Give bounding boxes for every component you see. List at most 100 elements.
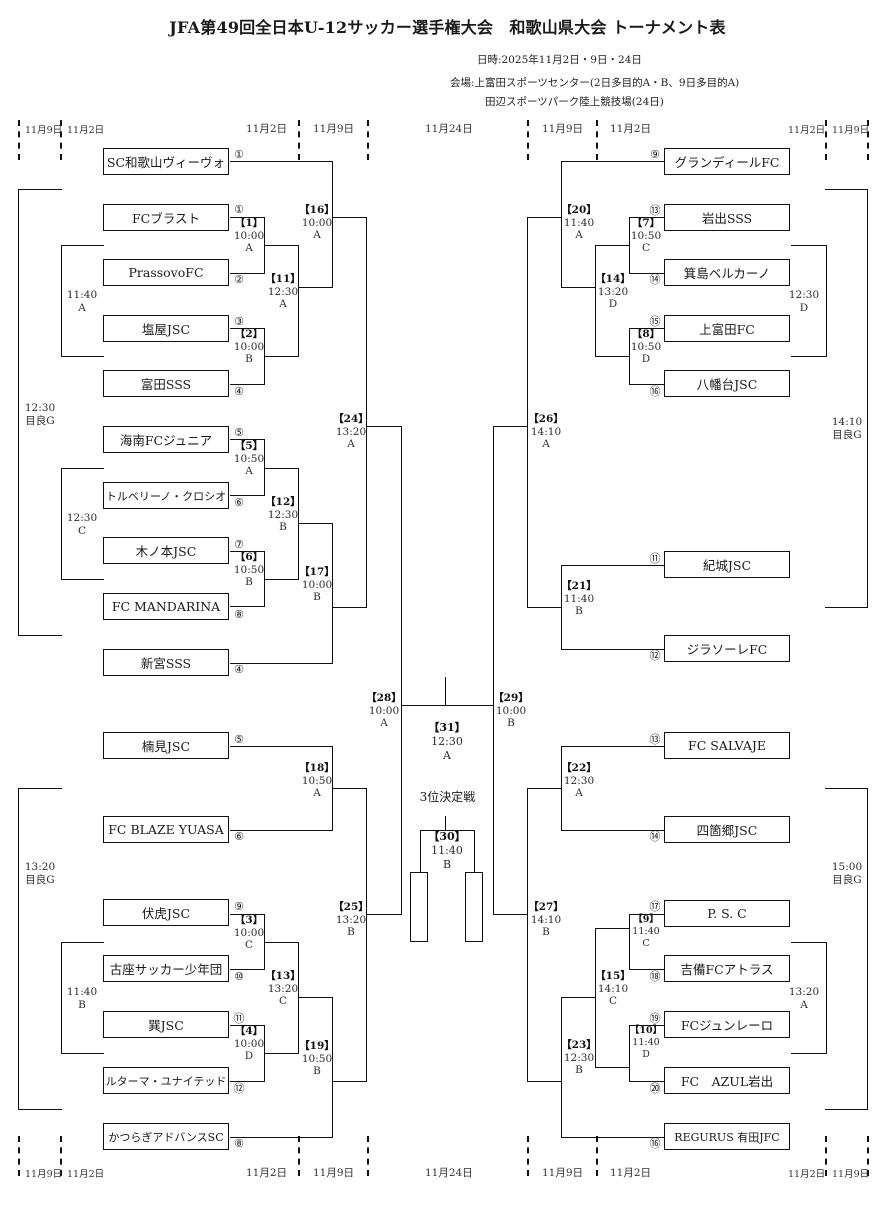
bracket-line — [264, 551, 265, 606]
match-id: 【27】 — [528, 901, 564, 913]
seed-number: ⑤ — [234, 733, 244, 746]
bracket-line — [264, 942, 299, 943]
bracket-line — [230, 495, 265, 496]
seed-number: ⑱ — [649, 970, 661, 983]
seed-number: ⑭ — [649, 830, 661, 843]
match-id: 【11】 — [265, 273, 301, 285]
match-time: 14:10 — [597, 982, 629, 995]
match-court: C — [608, 995, 618, 1007]
match-court: A — [380, 717, 388, 729]
match-time: 11:40 — [632, 1037, 660, 1048]
match-id: 【23】 — [561, 1039, 597, 1051]
date-divider — [825, 1136, 827, 1176]
bracket-line — [332, 788, 367, 789]
seed-number: ⑩ — [234, 970, 244, 983]
bracket-line — [18, 189, 62, 190]
team-box: SC和歌山ヴィーヴォ — [103, 148, 229, 175]
match-court: A — [313, 229, 321, 241]
seed-number: ⑨ — [234, 900, 244, 913]
bracket-line — [230, 606, 265, 607]
bracket-line — [791, 1053, 827, 1054]
bracket-line — [420, 830, 421, 872]
bracket-line — [867, 788, 868, 1109]
bracket-line — [561, 746, 665, 747]
match-court: A — [313, 787, 321, 799]
bracket-line — [825, 189, 868, 190]
match-time: 10:00 — [301, 578, 333, 591]
bracket-line — [61, 468, 104, 469]
match-court: B — [507, 717, 515, 729]
match-id: 【10】 — [629, 1025, 663, 1036]
team-box: FC SALVAJE — [664, 732, 790, 759]
bracket-line — [527, 788, 528, 1081]
match-court: B — [542, 926, 550, 938]
bracket-line — [61, 942, 62, 1053]
match-time: 13:20 — [597, 285, 629, 298]
consolation-time: 13:20 — [788, 986, 820, 998]
bracket-line — [264, 914, 265, 969]
consolation-time: 12:30 — [788, 289, 820, 301]
match-court: A — [279, 298, 287, 310]
bracket-line — [264, 356, 299, 357]
match-court: A — [245, 242, 253, 254]
match-id: 【16】 — [299, 204, 335, 216]
bracket-line — [561, 997, 596, 998]
match-id: 【19】 — [299, 1040, 335, 1052]
date-divider — [596, 120, 598, 160]
bracket-line — [230, 217, 265, 218]
match-time: 13:20 — [267, 982, 299, 995]
page-title: JFA第49回全日本U-12サッカー選手権大会 和歌山県大会 トーナメント表 — [169, 18, 726, 37]
team-box: 吉備FCアトラス — [664, 955, 790, 982]
bracket-line — [264, 579, 299, 580]
bracket-line — [61, 579, 104, 580]
team-box: 岩出SSS — [664, 204, 790, 231]
third-place-slot — [465, 872, 483, 942]
bracket-line — [629, 969, 665, 970]
team-box: FC AZUL岩出 — [664, 1067, 790, 1094]
team-box: FCブラスト — [103, 204, 229, 231]
bracket-line — [561, 161, 562, 287]
date-divider — [60, 1136, 62, 1176]
bracket-line — [61, 468, 62, 579]
seed-number: ④ — [234, 385, 244, 398]
seed-number: ② — [234, 273, 244, 286]
seed-number: ⑤ — [234, 426, 244, 439]
seed-number: ⑬ — [649, 204, 661, 217]
match-time: 12:30 — [267, 285, 299, 298]
bracket-line — [629, 1081, 665, 1082]
match-time: 10:00 — [233, 229, 265, 242]
date-divider — [596, 1136, 598, 1176]
match-time: 10:50 — [630, 229, 662, 242]
bracket-line — [561, 565, 665, 566]
consolation-court: 目良G — [25, 414, 55, 427]
match-time: 12:30 — [431, 735, 463, 748]
team-box: FCジュンレーロ — [664, 1011, 790, 1038]
match-court: D — [608, 298, 618, 310]
seed-number: ⑧ — [234, 1137, 244, 1150]
match-time: 12:30 — [267, 508, 299, 521]
bracket-line — [366, 788, 367, 1081]
bracket-line — [230, 1025, 265, 1026]
venue-line-1: 会場:上富田スポーツセンター(2日多目的A・B、9日多目的A) — [450, 77, 740, 89]
bracket-line — [230, 551, 265, 552]
bracket-line — [230, 1081, 265, 1082]
seed-number: ⑬ — [649, 733, 661, 746]
bracket-line — [18, 1109, 62, 1110]
bracket-line — [401, 426, 402, 914]
match-id: 【4】 — [234, 1025, 264, 1037]
match-id: 【20】 — [561, 204, 597, 216]
date-label-top: 11月2日 — [67, 125, 105, 136]
team-box: ジラソーレFC — [664, 635, 790, 662]
match-id: 【7】 — [631, 217, 661, 229]
seed-number: ⑥ — [234, 830, 244, 843]
consolation-court: 目良G — [832, 873, 862, 886]
bracket-line — [629, 914, 665, 915]
